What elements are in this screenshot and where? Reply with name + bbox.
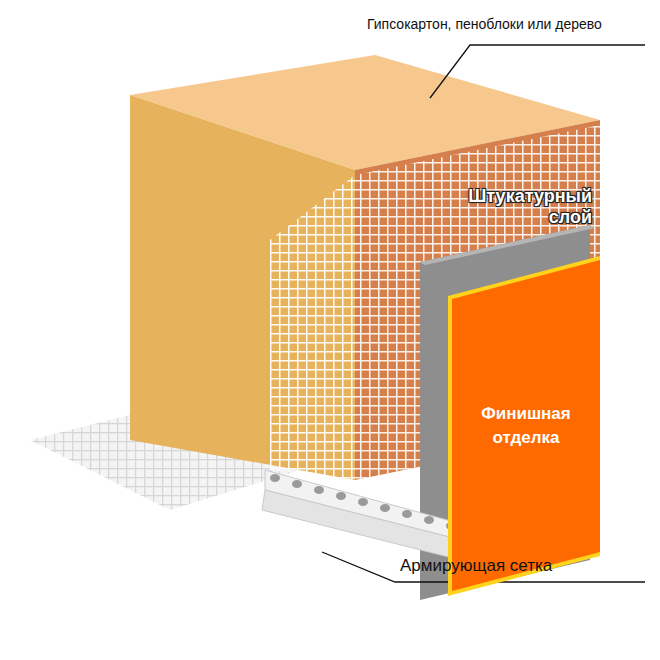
panel-label: Финишная отделка: [452, 402, 600, 450]
plaster-edge: [420, 225, 595, 265]
profile-hole: [358, 498, 368, 506]
profile-hole: [292, 480, 302, 488]
profile-hole: [402, 510, 412, 518]
profile-hole: [336, 492, 346, 500]
profile-hole: [380, 504, 390, 512]
layer-label: Штукатурный слой: [432, 186, 592, 228]
callout-label: Армирующая сетка: [400, 556, 552, 576]
finish-panel: Финишная отделка: [448, 256, 600, 596]
profile-hole: [270, 474, 280, 482]
leader-line: [430, 45, 645, 98]
profile-hole: [314, 486, 324, 494]
callout-label: Гипсокартон, пеноблоки или дерево: [367, 16, 602, 32]
block-front: [130, 95, 355, 480]
mesh-front: [270, 175, 355, 480]
profile-hole: [424, 516, 434, 524]
finish-panel-shape: [448, 256, 600, 596]
